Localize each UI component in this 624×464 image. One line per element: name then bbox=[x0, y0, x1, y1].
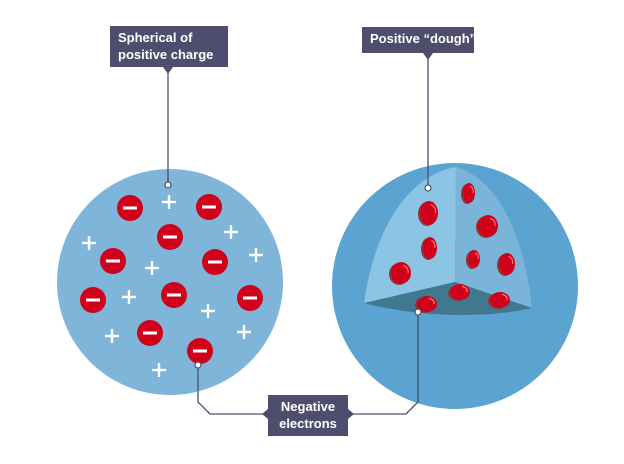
plus-icon bbox=[237, 325, 251, 339]
plus-icon bbox=[105, 329, 119, 343]
electron bbox=[448, 284, 470, 301]
right-model bbox=[332, 163, 578, 409]
positive-charges bbox=[82, 195, 263, 377]
label-dough-text: Positive “dough” bbox=[370, 31, 477, 46]
electron bbox=[100, 248, 126, 274]
cutaway-right-wall bbox=[455, 167, 532, 308]
minus-icon bbox=[163, 235, 177, 239]
electron-highlight bbox=[428, 297, 435, 305]
plus-icon bbox=[122, 290, 136, 304]
electron bbox=[196, 194, 222, 220]
minus-icon bbox=[208, 260, 222, 264]
electron-highlight bbox=[469, 185, 474, 194]
electron bbox=[389, 262, 411, 285]
leader-dot-electron-right bbox=[414, 308, 422, 316]
plus-icon bbox=[224, 225, 238, 239]
electron bbox=[466, 250, 480, 269]
leader-dot-dough bbox=[424, 184, 432, 192]
electron-highlight bbox=[461, 285, 468, 293]
label-negative-electrons: Negative electrons bbox=[268, 395, 348, 436]
leader-electrons-right bbox=[350, 312, 419, 415]
minus-icon bbox=[167, 293, 181, 297]
electron bbox=[117, 195, 143, 221]
electron-highlight bbox=[501, 293, 508, 301]
plus-icon bbox=[162, 195, 176, 209]
minus-icon bbox=[202, 205, 216, 209]
electron-highlight bbox=[474, 252, 479, 260]
electron bbox=[161, 282, 187, 308]
electron bbox=[461, 183, 475, 204]
minus-icon bbox=[106, 259, 120, 263]
pointer-spherical bbox=[163, 67, 173, 74]
leader-electrons-left bbox=[197, 365, 266, 415]
positive-charge-sphere bbox=[57, 169, 283, 395]
electron-highlight bbox=[431, 239, 436, 249]
plus-icon bbox=[152, 363, 166, 377]
electron-highlight bbox=[402, 264, 409, 274]
label-electrons-line1: Negative bbox=[280, 399, 336, 414]
leader-dot-electron-left bbox=[194, 361, 202, 369]
cutaway-left-wall bbox=[364, 167, 456, 303]
label-spherical-line2: positive charge bbox=[118, 47, 214, 62]
electron bbox=[187, 338, 213, 364]
electron bbox=[137, 320, 163, 346]
leader-lines bbox=[167, 58, 429, 415]
electron bbox=[415, 296, 437, 313]
minus-icon bbox=[143, 331, 157, 335]
electron bbox=[488, 292, 510, 309]
electron bbox=[421, 237, 437, 260]
plus-icon bbox=[249, 248, 263, 262]
plus-icon bbox=[145, 261, 159, 275]
electrons-left bbox=[80, 194, 263, 364]
electron bbox=[497, 253, 515, 276]
electron-highlight bbox=[508, 255, 514, 265]
label-spherical-line1: Spherical of bbox=[118, 30, 193, 45]
pointer-dough bbox=[423, 53, 433, 60]
leader-dot-spherical bbox=[164, 181, 172, 189]
electron bbox=[157, 224, 183, 250]
minus-icon bbox=[123, 206, 137, 210]
electron bbox=[418, 201, 438, 226]
plus-icon bbox=[201, 304, 215, 318]
electron-highlight bbox=[430, 204, 436, 214]
plus-icon bbox=[82, 236, 96, 250]
label-positive-dough: Positive “dough” bbox=[362, 27, 477, 53]
electron bbox=[80, 287, 106, 313]
left-model bbox=[57, 169, 283, 395]
pointer-electrons-right bbox=[348, 409, 354, 419]
cutaway-floor bbox=[364, 282, 532, 315]
electron bbox=[476, 215, 498, 238]
electron bbox=[202, 249, 228, 275]
label-spherical-positive-charge: Spherical of positive charge bbox=[110, 26, 228, 67]
minus-icon bbox=[193, 349, 207, 353]
minus-icon bbox=[86, 298, 100, 302]
pointer-electrons-left bbox=[262, 409, 268, 419]
electron-highlight bbox=[489, 217, 496, 227]
label-electrons-line2: electrons bbox=[279, 416, 337, 431]
electrons-right bbox=[389, 183, 515, 313]
electron bbox=[237, 285, 263, 311]
minus-icon bbox=[243, 296, 257, 300]
